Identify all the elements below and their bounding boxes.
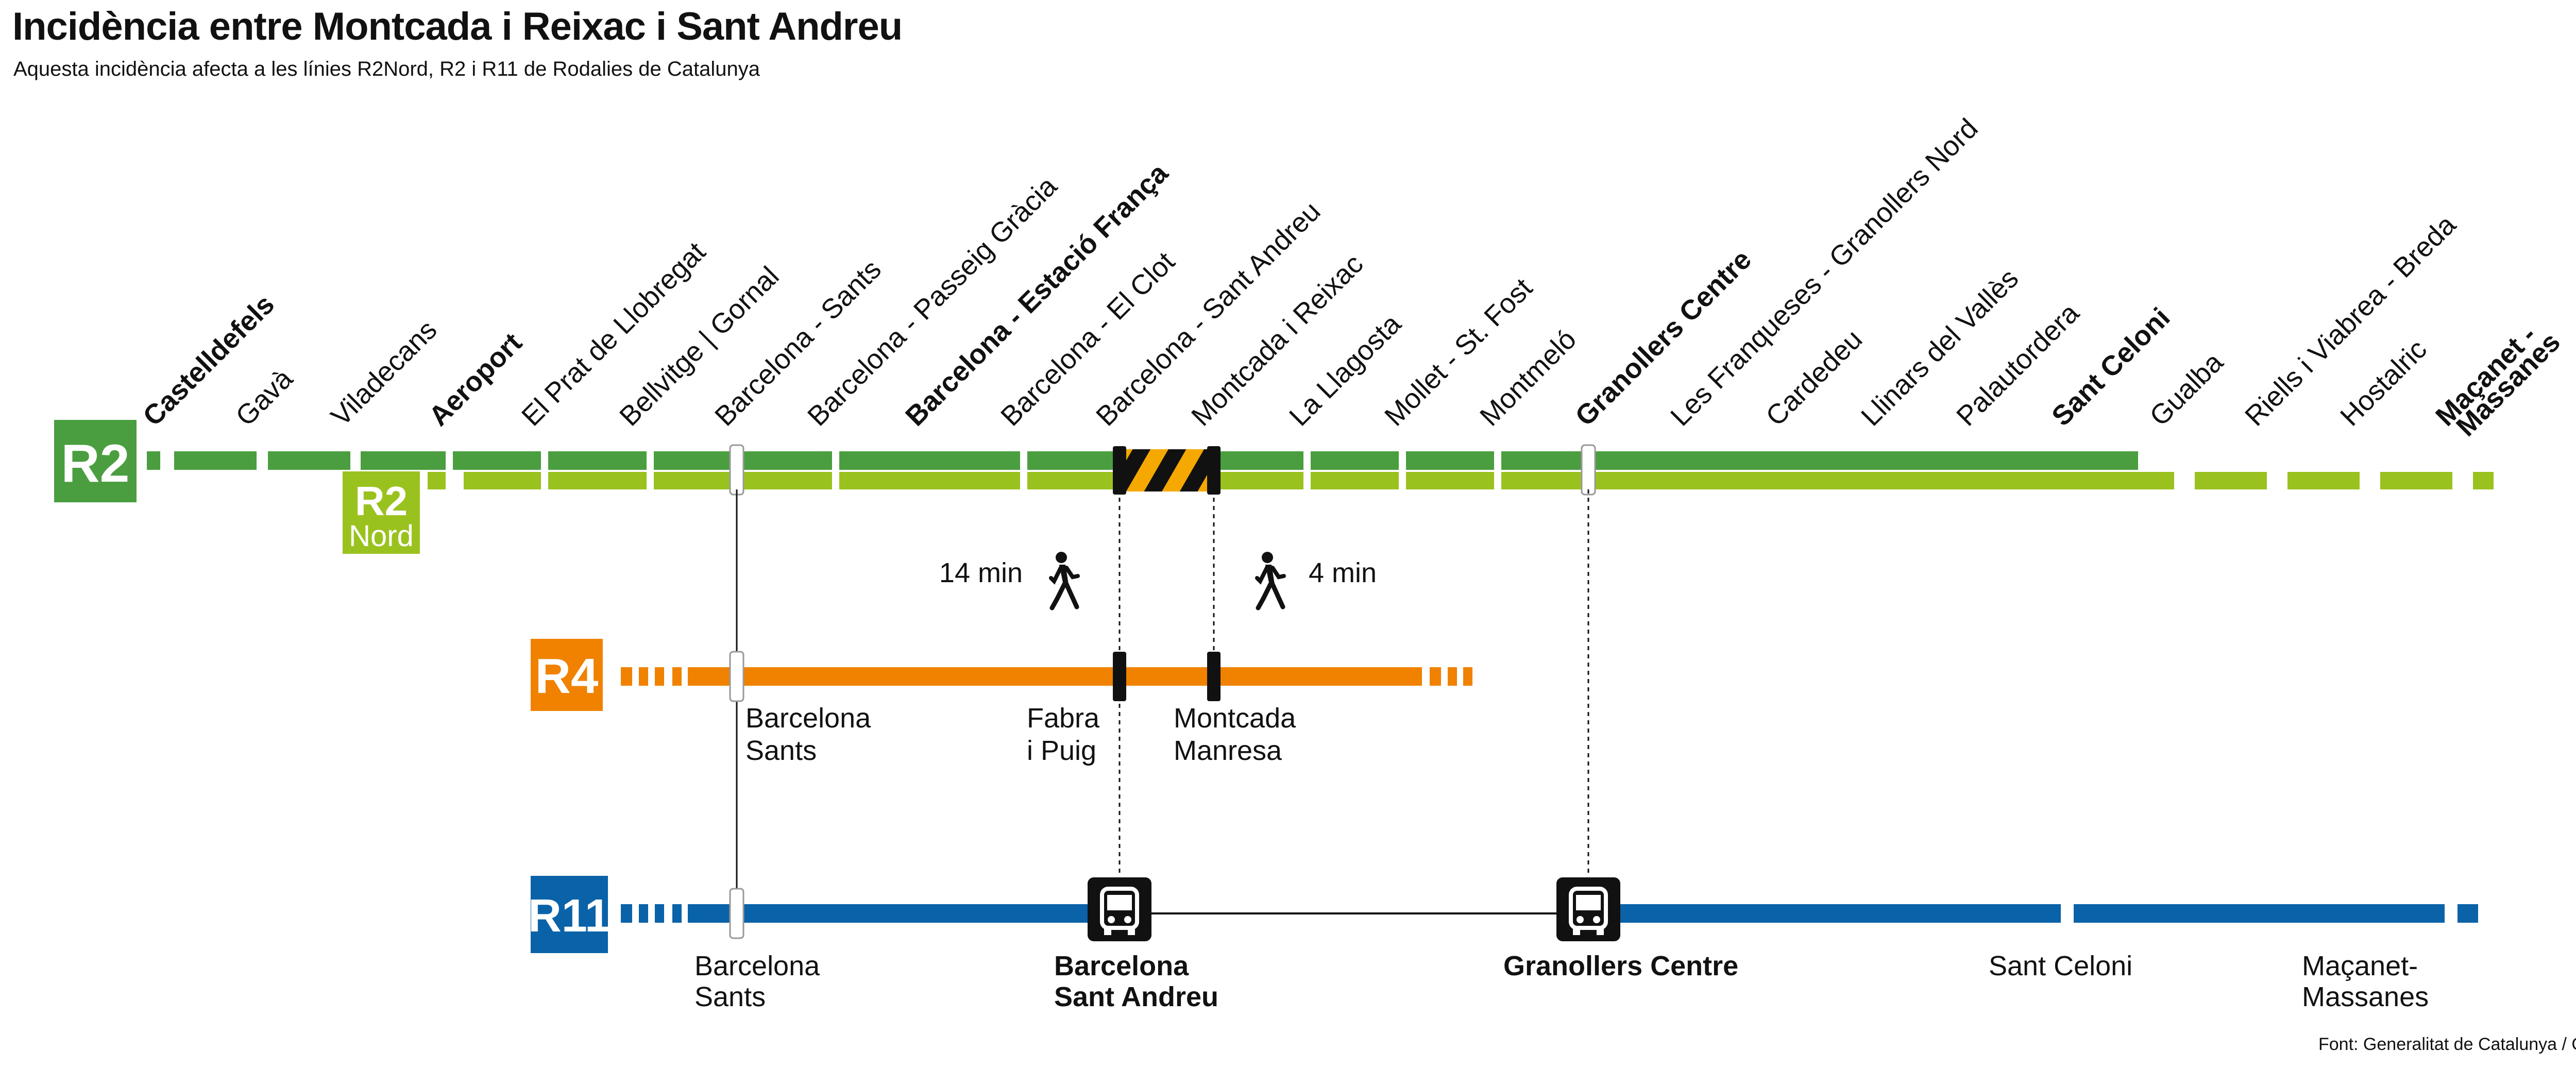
r2-station-label: Granollers Centre	[1569, 244, 1757, 432]
r2-line	[147, 451, 2138, 470]
incident-end-marker	[1207, 446, 1221, 495]
r11-station-label: Sant Celoni	[1989, 951, 2132, 981]
r2-badge-label: R2	[61, 434, 130, 494]
r2-station-label: Hostalric	[2334, 334, 2433, 432]
r2-station-label: Viladecans	[325, 314, 443, 432]
r11-station-label: Sants	[694, 981, 766, 1012]
r11-badge	[531, 876, 608, 953]
r4-station-label: i Puig	[1027, 735, 1096, 766]
r2nord-line	[361, 472, 2494, 489]
r4-station-label: Fabra	[1027, 703, 1100, 734]
r4-station-label: Montcada	[1174, 703, 1296, 734]
r11-line: R11	[528, 876, 2478, 953]
r4-badge-label: R4	[535, 649, 599, 704]
r11-station-label: Maçanet-	[2302, 951, 2418, 981]
r2nord-badge: R2 Nord	[343, 471, 420, 554]
bus-icon	[1088, 877, 1151, 941]
r11-station-labels: Barcelona Sants Barcelona Sant Andreu Gr…	[694, 951, 2429, 1012]
r11-station-label: Granollers Centre	[1503, 951, 1738, 981]
r11-station-label: Barcelona	[1054, 951, 1189, 981]
incident-end-marker	[1113, 446, 1126, 495]
r4-station-label: Manresa	[1174, 735, 1282, 766]
r2-station-label: Aeroport	[423, 327, 528, 432]
r2-station-label: Gualba	[2144, 346, 2229, 432]
r11-line-east	[1588, 904, 2061, 923]
walk-time-left: 14 min	[939, 557, 1023, 588]
r11-station-label: Barcelona	[694, 951, 820, 981]
r11-badge-label: R11	[528, 890, 611, 942]
r4-station-label: Sants	[745, 735, 817, 766]
connectors	[736, 489, 1589, 914]
r11-line-west	[688, 904, 1120, 923]
interchange-marker-sants	[729, 444, 744, 496]
incident-section	[1113, 446, 1221, 495]
r4-station-montcada-marker	[1207, 652, 1221, 701]
r2-station-label: Llinars del Vallès	[1855, 263, 2024, 432]
walking-person-icon	[1257, 552, 1284, 608]
page-subtitle: Aquesta incidència afecta a les línies R…	[13, 58, 760, 80]
r11-station-label: Massanes	[2302, 981, 2429, 1012]
r2nord-badge-label-2: Nord	[349, 519, 414, 553]
r2-station-label: Montcada i Reixac	[1185, 248, 1369, 432]
r4-station-fabra-marker	[1113, 652, 1126, 701]
r2nord-badge-label-1: R2	[355, 478, 408, 524]
r4-station-labels: Barcelona Sants Fabra i Puig Montcada Ma…	[745, 703, 1296, 766]
r2-station-label: Barcelona - Sants	[709, 254, 887, 432]
walk-transfer-right: 4 min	[1257, 552, 1377, 608]
r2-station-label: El Prat de Llobregat	[516, 236, 711, 432]
walking-person-icon	[1051, 552, 1078, 608]
r11-station-label: Sant Andreu	[1054, 981, 1218, 1012]
r4-interchange-sants	[729, 651, 744, 702]
r4-line-solid	[688, 667, 1422, 686]
r2-station-gaps	[446, 450, 1501, 490]
r2-badge: R2	[54, 420, 137, 502]
r4-line: R4	[531, 639, 1472, 711]
walk-time-right: 4 min	[1309, 557, 1377, 588]
r4-badge	[531, 639, 603, 711]
page-title: Incidència entre Montcada i Reixac i San…	[12, 5, 903, 48]
r4-station-label: Barcelona	[745, 703, 871, 734]
r2-station-label: Gavà	[230, 363, 299, 432]
bus-icon	[1556, 877, 1620, 941]
interchange-marker-granollers	[1581, 444, 1596, 496]
source-credit: Font: Generalitat de Catalunya / Gràfic:…	[2318, 1035, 2576, 1054]
r2-station-label: Barcelona - El Clot	[995, 246, 1181, 432]
r2-line-solid	[361, 451, 2138, 470]
r11-interchange-sants	[729, 888, 744, 939]
walk-transfer-left: 14 min	[939, 552, 1078, 608]
